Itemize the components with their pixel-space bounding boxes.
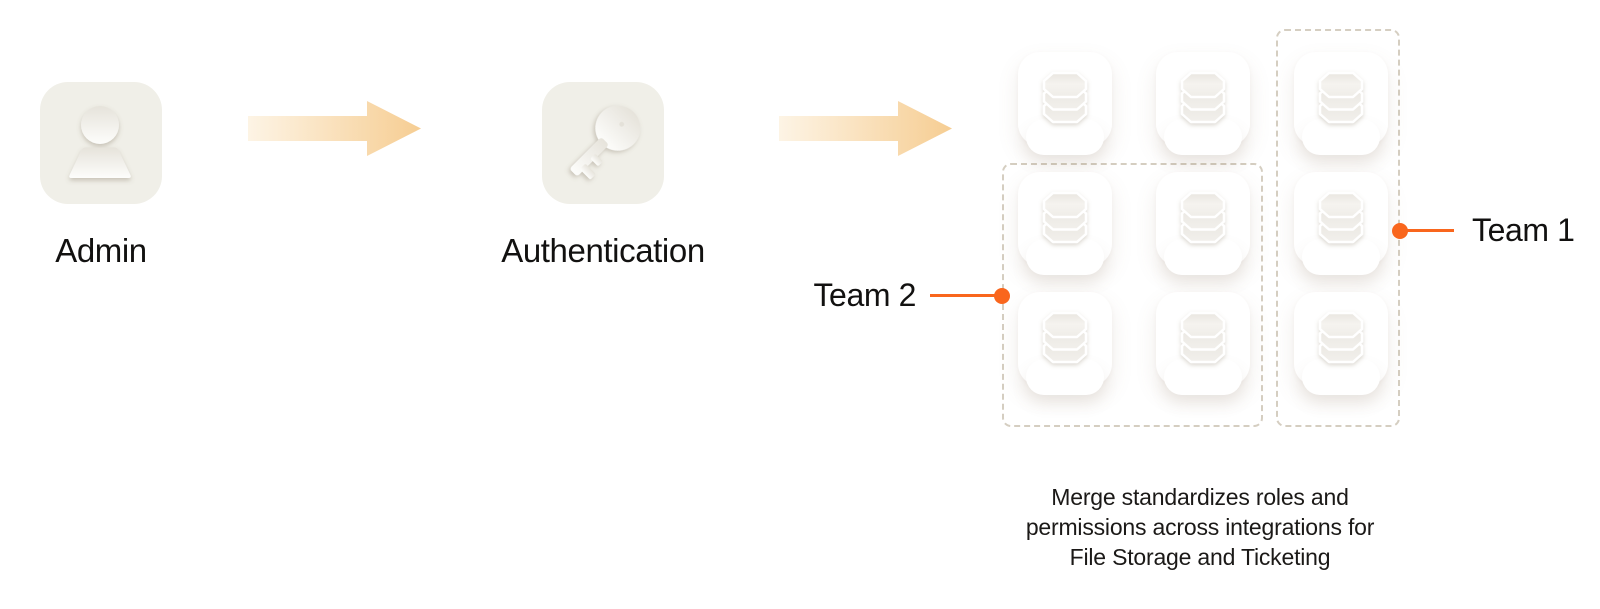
integration-card (1018, 172, 1112, 275)
team1-connector-line (1400, 229, 1454, 232)
database-icon (1042, 191, 1088, 244)
caption-line: File Storage and Ticketing (1069, 544, 1331, 570)
database-icon (1042, 71, 1088, 124)
integration-card (1294, 52, 1388, 155)
integration-card (1156, 172, 1250, 275)
database-icon (1318, 311, 1364, 364)
integration-card (1156, 52, 1250, 155)
integration-card (1156, 292, 1250, 395)
team1-label: Team 1 (1472, 212, 1575, 248)
integration-grid (1018, 52, 1388, 395)
authentication-node-tile (542, 82, 664, 204)
database-icon (1180, 71, 1226, 124)
key-icon (570, 105, 641, 179)
caption: Merge standardizes roles and permissions… (950, 482, 1450, 572)
flow-arrow-icon (779, 101, 952, 156)
database-icon (1180, 311, 1226, 364)
admin-node-tile (40, 82, 162, 204)
integration-card (1294, 292, 1388, 395)
team2-label: Team 2 (813, 277, 916, 313)
caption-line: permissions across integrations for (1025, 514, 1375, 540)
team2-connector-dot (994, 288, 1010, 304)
authentication-node-label: Authentication (501, 232, 705, 269)
database-icon (1180, 191, 1226, 244)
integration-card (1294, 172, 1388, 275)
user-icon (69, 106, 131, 178)
database-icon (1042, 311, 1088, 364)
integration-card (1018, 52, 1112, 155)
admin-node-label: Admin (55, 232, 147, 269)
database-icon (1318, 71, 1364, 124)
caption-line: Merge standardizes roles and (1051, 484, 1349, 510)
flow-arrow-icon (248, 101, 421, 156)
integration-card (1018, 292, 1112, 395)
database-icon (1318, 191, 1364, 244)
team2-connector-line (930, 294, 1002, 297)
